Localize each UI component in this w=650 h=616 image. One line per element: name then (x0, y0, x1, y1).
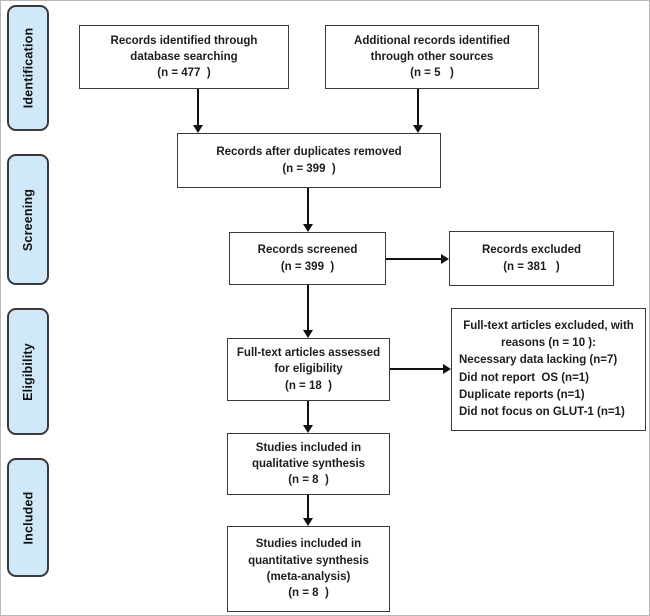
box-text: Records screened (n = 399 ) (257, 244, 358, 273)
arrow-screened-to-assessed (303, 285, 313, 338)
box-fulltext-excluded: Full-text articles excluded, with reason… (451, 308, 646, 431)
box-records-screened: Records screened (n = 399 ) (229, 232, 386, 285)
arrow-identified-to-duplicates (193, 89, 203, 133)
stage-tab-label: Eligibility (21, 342, 36, 401)
box-after-duplicates-removed: Records after duplicates removed (n = 39… (177, 133, 441, 188)
stage-tab-screening: Screening (7, 154, 49, 285)
box-qualitative-synthesis: Studies included in qualitative synthesi… (227, 433, 390, 495)
box-text: Additional records identified through ot… (354, 34, 510, 80)
arrow-additional-to-duplicates (413, 89, 423, 133)
box-records-identified: Records identified through database sear… (79, 25, 289, 89)
box-records-excluded: Records excluded (n = 381 ) (449, 231, 614, 286)
stage-tab-eligibility: Eligibility (7, 308, 49, 435)
box-text-header: Full-text articles excluded, with reason… (463, 319, 634, 349)
box-quantitative-synthesis: Studies included in quantitative synthes… (227, 526, 390, 612)
arrow-assessed-to-ft-excluded (390, 364, 451, 374)
arrow-assessed-to-qualitative (303, 401, 313, 433)
box-text: Records excluded (n = 381 ) (481, 244, 582, 273)
box-text: Records after duplicates removed (n = 39… (216, 146, 402, 175)
arrow-screened-to-excluded (386, 254, 449, 264)
box-text: Full-text articles assessed for eligibil… (236, 347, 381, 392)
box-text-reasons: Necessary data lacking (n=7) Did not rep… (459, 354, 625, 418)
arrow-duplicates-to-screened (303, 188, 313, 232)
stage-tab-label: Screening (21, 188, 35, 251)
box-text: Studies included in qualitative synthesi… (251, 441, 366, 487)
stage-tab-label: Included (21, 491, 35, 544)
box-fulltext-assessed: Full-text articles assessed for eligibil… (227, 338, 390, 401)
arrow-qualitative-to-quantitative (303, 495, 313, 526)
stage-tab-identification: Identification (7, 5, 49, 131)
box-text: Studies included in quantitative synthes… (248, 538, 369, 600)
box-additional-records: Additional records identified through ot… (325, 25, 539, 89)
box-text: Records identified through database sear… (110, 34, 258, 80)
stage-tab-label: Identification (21, 27, 36, 109)
stage-tab-included: Included (7, 458, 49, 577)
